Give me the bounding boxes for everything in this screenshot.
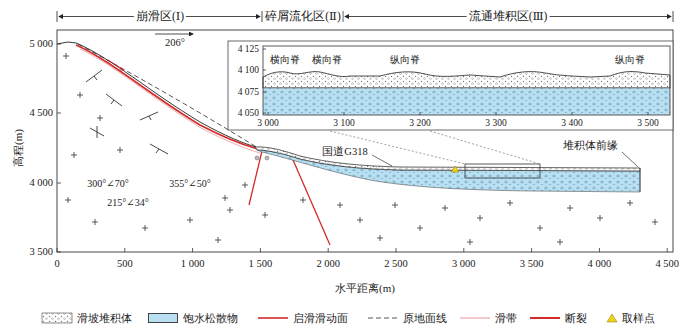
tick-label: 3 300 (485, 118, 506, 129)
tick-label: 4 000 (588, 258, 612, 270)
legend-label: 断裂 (565, 312, 587, 325)
dip-label: 215°∠34° (105, 197, 150, 209)
deposit-front-label: 堆积体前缘 (561, 140, 620, 152)
tick-label: 4 075 (238, 87, 259, 98)
ridge-label: 纵向脊 (390, 54, 420, 66)
legend-label: 启滑滑动面 (293, 312, 348, 325)
tick-label: 3 000 (452, 258, 476, 270)
tick-label: 2 000 (316, 258, 340, 270)
legend-swatch (148, 313, 178, 323)
tick-label: 1 000 (181, 258, 205, 270)
legend-label: 饱水松散物 (183, 312, 238, 325)
tick-label: 4 100 (238, 65, 259, 76)
legend-label: 滑坡堆积体 (77, 312, 132, 325)
legend-label: 原地面线 (403, 312, 447, 325)
legend-label: 取样点 (622, 312, 655, 325)
tick-label: 4 500 (29, 107, 53, 119)
road-label: 国道G318 (320, 146, 369, 158)
dip-label: 355°∠50° (167, 178, 212, 190)
tick-label: 3 200 (409, 118, 430, 129)
zone-label: 崩滑区(Ⅰ) (134, 10, 186, 23)
zone-label: 碎屑流化区(Ⅱ) (263, 10, 342, 23)
axis-title: 水平距离(m) (335, 282, 395, 295)
tick-label: 4 125 (238, 44, 259, 55)
dip-label: 300°∠70° (85, 178, 130, 190)
tick-label: 3 500 (637, 118, 658, 129)
tick-label: 3 500 (29, 246, 53, 258)
legend-label: 滑带 (495, 312, 517, 325)
ridge-label: 纵向脊 (615, 54, 645, 66)
tick-label: 4 500 (655, 258, 679, 270)
direction-label: 206° (165, 37, 185, 49)
tick-label: 3 500 (520, 258, 544, 270)
tick-label: 4 050 (238, 108, 259, 119)
tick-label: 2 500 (384, 258, 408, 270)
zone-label: 流通堆积区(Ⅲ) (467, 10, 550, 23)
tick-label: 3 100 (333, 118, 354, 129)
tick-label: 3 000 (257, 118, 278, 129)
axis-title: 高程(m) (12, 129, 25, 167)
ridge-label: 横向脊 (270, 54, 300, 66)
tick-label: 0 (54, 258, 59, 270)
tick-label: 5 000 (29, 38, 53, 50)
tick-label: 500 (117, 258, 133, 270)
tick-label: 1 500 (249, 258, 273, 270)
ridge-label: 横向脊 (312, 54, 342, 66)
tick-label: 4 000 (29, 177, 53, 189)
tick-label: 3 400 (561, 118, 582, 129)
